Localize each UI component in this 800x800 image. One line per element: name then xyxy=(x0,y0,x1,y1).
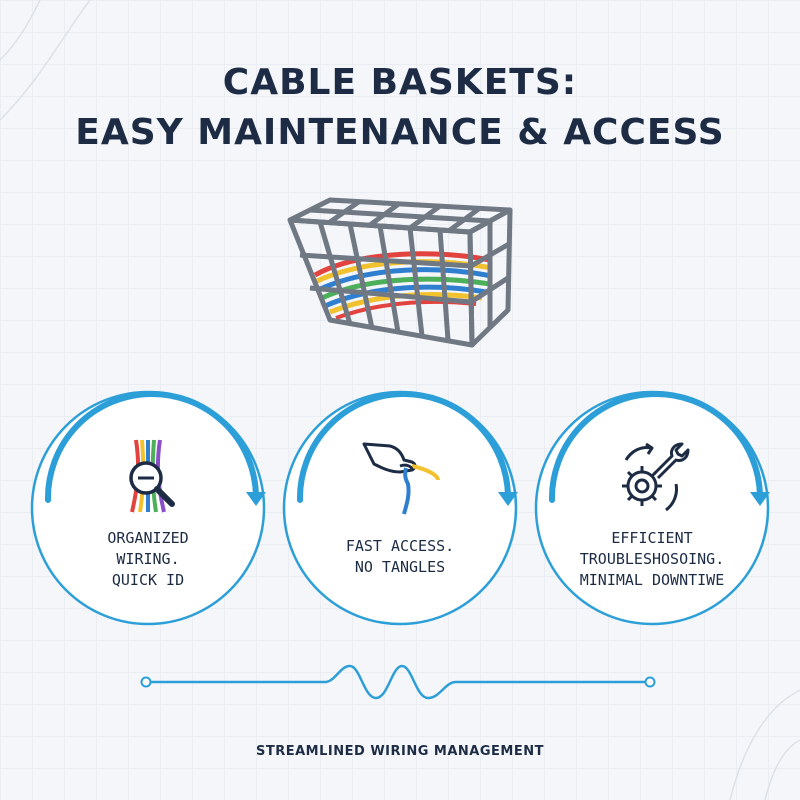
arrow-down-icon xyxy=(750,492,770,506)
title-line-2: EASY MAINTENANCE & ACCESS xyxy=(75,112,725,153)
feature-label: ORGANIZED WIRING. QUICK ID xyxy=(38,528,258,591)
progress-ring xyxy=(534,390,770,626)
cable-basket-illustration xyxy=(287,197,513,348)
feature-label-line: EFFICIENT xyxy=(611,529,693,547)
feature-card-fast-access: FAST ACCESS. NO TANGLES xyxy=(280,388,520,628)
feature-label: FAST ACCESS. NO TANGLES xyxy=(290,536,510,578)
feature-label-line: FAST ACCESS. xyxy=(345,537,455,555)
feature-card-troubleshooting: EFFICIENT TROUBLESHOSOING. MINIMAL DOWNT… xyxy=(532,388,772,628)
feature-label: EFFICIENT TROUBLESHOSOING. MINIMAL DOWNT… xyxy=(542,528,762,591)
hand-pulling-cable-icon xyxy=(362,442,440,515)
cable-magnifier-icon xyxy=(129,439,175,513)
feature-label-line: ORGANIZED xyxy=(107,529,189,547)
wave-divider xyxy=(140,664,656,700)
feature-card-organized: ORGANIZED WIRING. QUICK ID xyxy=(28,388,268,628)
title-line-1: CABLE BASKETS: xyxy=(222,62,578,103)
progress-ring xyxy=(282,390,518,626)
page-title: CABLE BASKETS: EASY MAINTENANCE & ACCESS xyxy=(0,58,800,158)
feature-label-line: TROUBLESHOSOING. xyxy=(579,550,725,568)
arrow-down-icon xyxy=(246,492,266,506)
feature-label-line: WIRING. xyxy=(116,550,180,568)
feature-label-line: NO TANGLES xyxy=(354,558,446,576)
feature-label-line: MINIMAL DOWNTIWE xyxy=(579,571,725,589)
arrow-down-icon xyxy=(498,492,518,506)
basket-frame-icon xyxy=(287,197,513,348)
footer-caption: STREAMLINED WIRING MANAGEMENT xyxy=(256,744,544,759)
feature-label-line: QUICK ID xyxy=(111,571,185,589)
gear-wrench-icon xyxy=(622,442,690,512)
